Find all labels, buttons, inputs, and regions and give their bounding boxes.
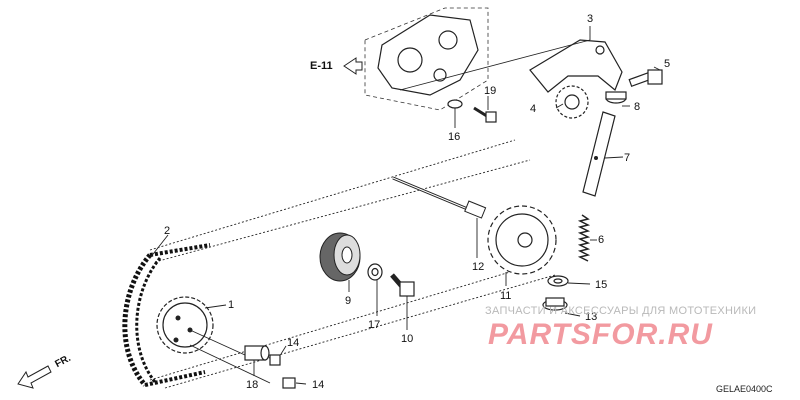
cam-sprocket	[487, 205, 557, 275]
reference-label: E-11	[310, 60, 333, 72]
cap-8	[605, 91, 627, 104]
callout-11: 11	[500, 290, 511, 302]
washer-15	[547, 275, 569, 287]
callout-14a: 14	[287, 337, 299, 349]
callout-13: 13	[585, 311, 597, 323]
bolt-19	[473, 106, 497, 123]
bolt-5	[628, 69, 663, 88]
bolt-14a	[269, 354, 281, 366]
watermark-logo: PARTSFOR.RU	[488, 318, 713, 351]
sealing-plug	[542, 297, 568, 311]
callout-15: 15	[595, 279, 607, 291]
callout-numbers: 1 2 3 4 5 6 7 8 9 10 11 12 13 14 14 15 1…	[164, 13, 670, 391]
callout-1: 1	[228, 299, 234, 311]
callout-3: 3	[587, 13, 593, 25]
tensioner-sprocket	[555, 85, 589, 119]
tensioner-rod	[582, 111, 616, 197]
tensioner-spring	[577, 214, 591, 262]
tensioner-bracket	[529, 39, 623, 93]
callout-7: 7	[624, 152, 630, 164]
drawing-code: GELAE0400C	[716, 384, 773, 394]
callout-4: 4	[530, 103, 536, 115]
watermark-tagline: ЗАПЧАСТИ И АКСЕССУАРЫ ДЛЯ МОТОТЕХНИКИ	[485, 305, 757, 317]
bolt-10	[390, 273, 415, 297]
front-direction-arrow	[17, 365, 52, 389]
cam-chain	[122, 139, 556, 389]
callout-18: 18	[246, 379, 258, 391]
callout-19: 19	[484, 85, 496, 97]
callout-8: 8	[634, 101, 640, 113]
bolt-14b	[282, 377, 296, 389]
chain-roller	[319, 232, 361, 282]
leader-lines	[149, 26, 661, 385]
callout-5: 5	[664, 58, 670, 70]
callout-6: 6	[598, 234, 604, 246]
callout-16: 16	[448, 131, 460, 143]
engine-case-reference	[364, 7, 489, 111]
collar-18	[244, 345, 270, 361]
callout-2: 2	[164, 225, 170, 237]
washer-16	[447, 99, 463, 109]
reference-arrow	[343, 57, 363, 75]
crank-sprocket	[156, 296, 214, 354]
callout-17: 17	[368, 319, 380, 331]
callout-10: 10	[401, 333, 413, 345]
callout-14b: 14	[312, 379, 324, 391]
callout-9: 9	[345, 295, 351, 307]
callout-12: 12	[472, 261, 484, 273]
cam-shaft	[392, 176, 487, 219]
washer-17	[367, 263, 383, 281]
